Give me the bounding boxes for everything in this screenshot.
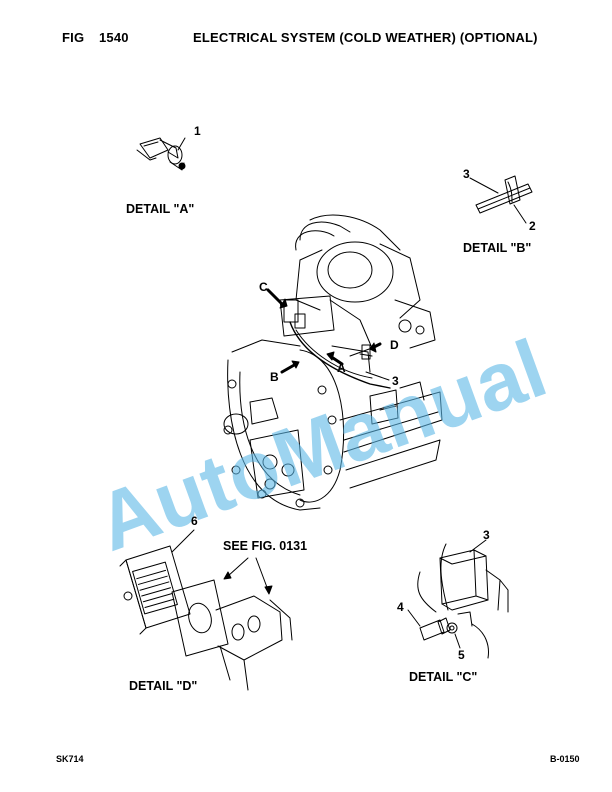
callout-main-a: A xyxy=(337,361,346,375)
footer-page-code: B-0150 xyxy=(550,754,580,764)
detail-d-heater-drawing xyxy=(119,529,293,691)
footer-model: SK714 xyxy=(56,754,84,764)
figure-label: FIG xyxy=(62,30,85,45)
callout-5: 5 xyxy=(458,648,465,662)
callout-4: 4 xyxy=(397,600,404,614)
figure-number: 1540 xyxy=(99,30,129,45)
callout-b-3: 3 xyxy=(463,167,470,181)
detail-c-label: DETAIL "C" xyxy=(409,670,478,684)
see-fig-reference: SEE FIG. 0131 xyxy=(223,539,308,553)
detail-b-label: DETAIL "B" xyxy=(463,241,532,255)
detail-a-switch-drawing xyxy=(136,137,186,171)
callout-main-d: D xyxy=(390,338,399,352)
callout-b-2: 2 xyxy=(529,219,536,233)
engine-assembly-drawing xyxy=(223,214,443,511)
callout-c-3: 3 xyxy=(483,528,490,542)
callout-main-3: 3 xyxy=(392,374,399,388)
detail-b-clip-drawing xyxy=(469,175,533,224)
callout-1: 1 xyxy=(194,124,201,138)
figure-title: ELECTRICAL SYSTEM (COLD WEATHER) (OPTION… xyxy=(193,30,538,45)
callout-main-c: C xyxy=(259,280,268,294)
detail-d-label: DETAIL "D" xyxy=(129,679,198,693)
callout-main-b: B xyxy=(270,370,279,384)
callout-6: 6 xyxy=(191,514,198,528)
detail-a-label: DETAIL "A" xyxy=(126,202,195,216)
detail-c-relay-drawing xyxy=(407,539,509,659)
